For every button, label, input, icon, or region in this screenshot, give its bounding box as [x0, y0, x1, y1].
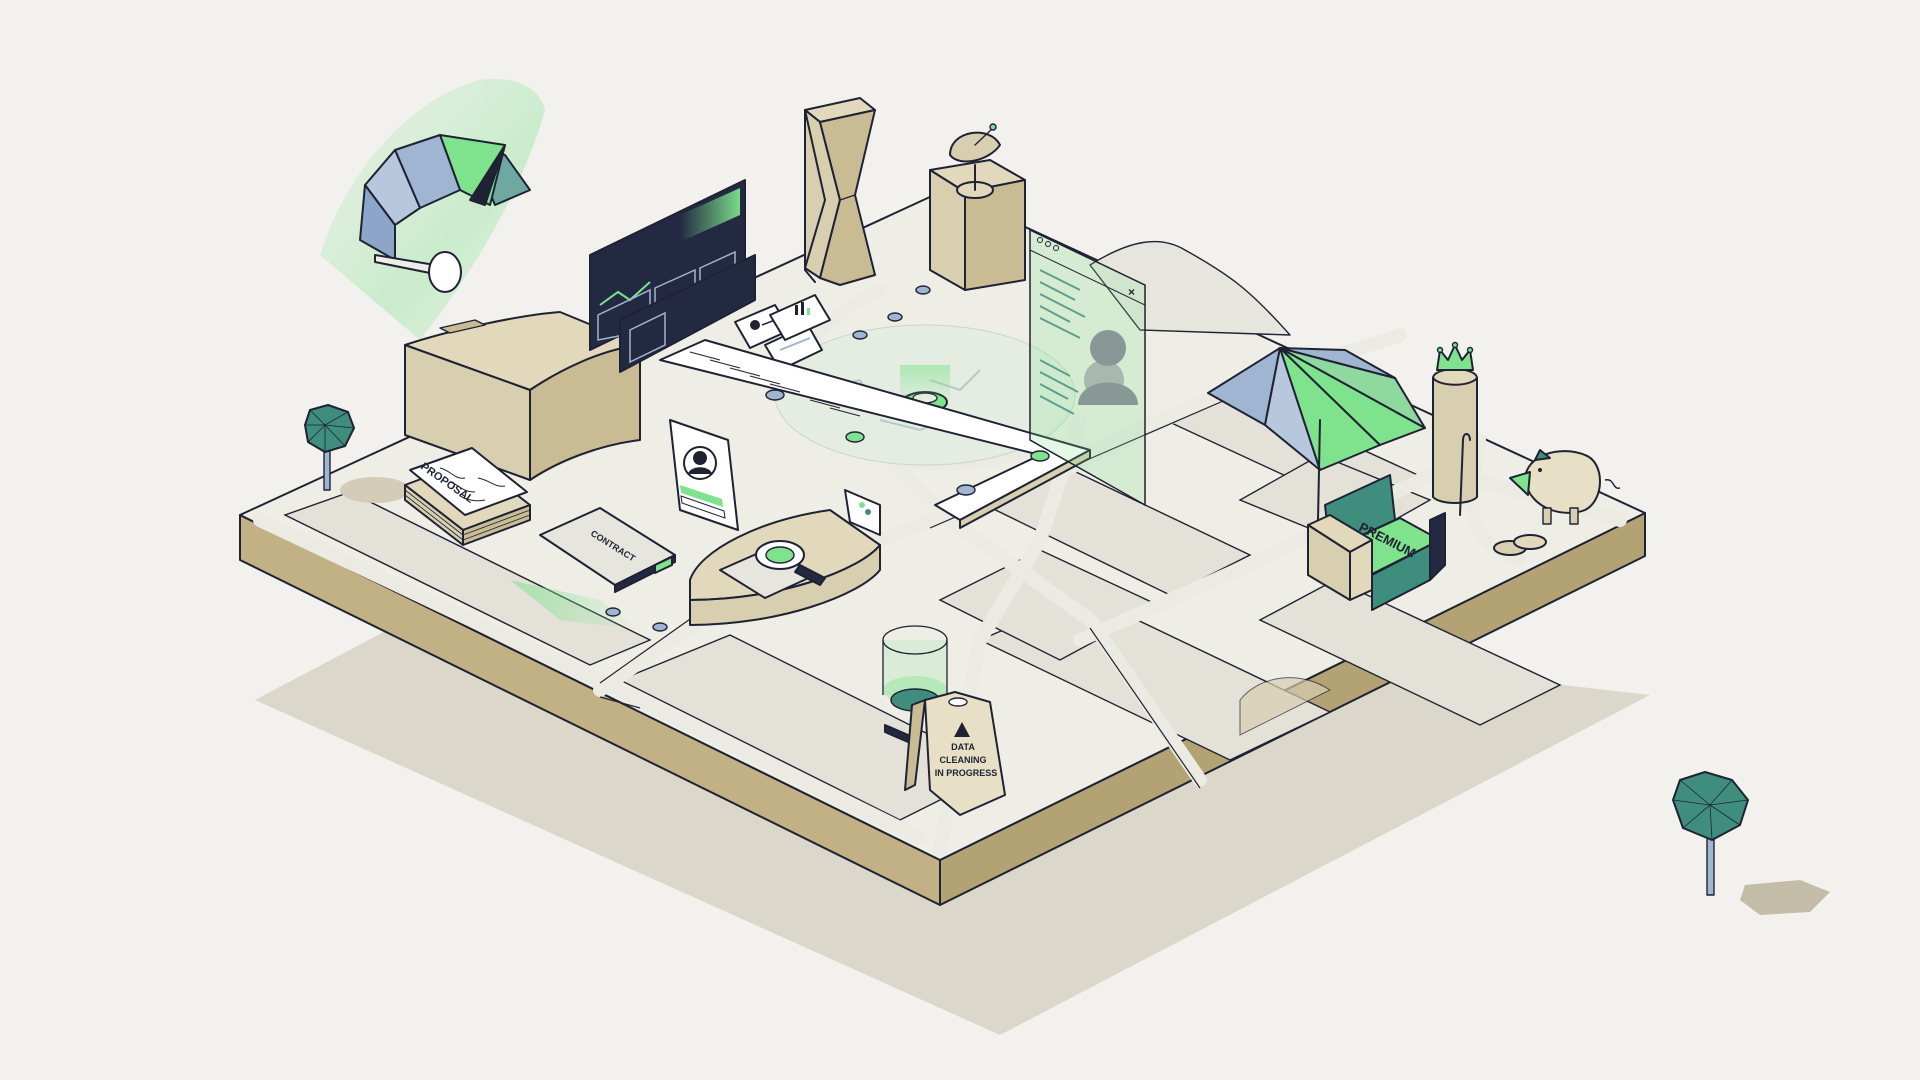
warning-icon	[954, 722, 970, 737]
sign-line-2: CLEANING	[940, 755, 987, 765]
data-cleaning-sign: ! DATA CLEANING IN PROGRESS	[904, 691, 1006, 816]
sign-line-3: IN PROGRESS	[935, 768, 998, 778]
proposal-stack: PROPOSAL	[404, 447, 531, 546]
crown-tower-icon	[1432, 341, 1478, 516]
gauge-icon	[320, 79, 545, 340]
curved-building	[404, 311, 641, 481]
bollards	[605, 285, 1050, 632]
tree-icon	[304, 404, 410, 503]
magnifier-icon	[719, 540, 826, 599]
hills	[1089, 240, 1291, 336]
umbrella-icon	[1207, 347, 1426, 521]
premium-sofa: PREMIUM	[1307, 474, 1446, 611]
coins-icon	[1493, 534, 1547, 556]
browser-window-icon: ×	[1029, 228, 1146, 507]
svg-text:×: ×	[1128, 285, 1135, 299]
piggy-bank-icon	[1509, 449, 1621, 525]
report-documents	[734, 294, 831, 371]
skyscraper-icon	[804, 97, 876, 286]
dashboard-screens-icon	[589, 179, 756, 373]
user-avatar-icon	[1078, 330, 1138, 405]
svg-text:!: !	[962, 728, 965, 737]
sign-line-1: DATA	[951, 742, 975, 752]
id-card-icon	[669, 419, 739, 531]
tree-icon	[1672, 771, 1830, 915]
green-trail	[510, 580, 640, 630]
contract-folder: CONTRACT	[539, 507, 676, 593]
slab-hill	[1239, 677, 1331, 736]
satellite-dish-icon	[929, 123, 1026, 291]
